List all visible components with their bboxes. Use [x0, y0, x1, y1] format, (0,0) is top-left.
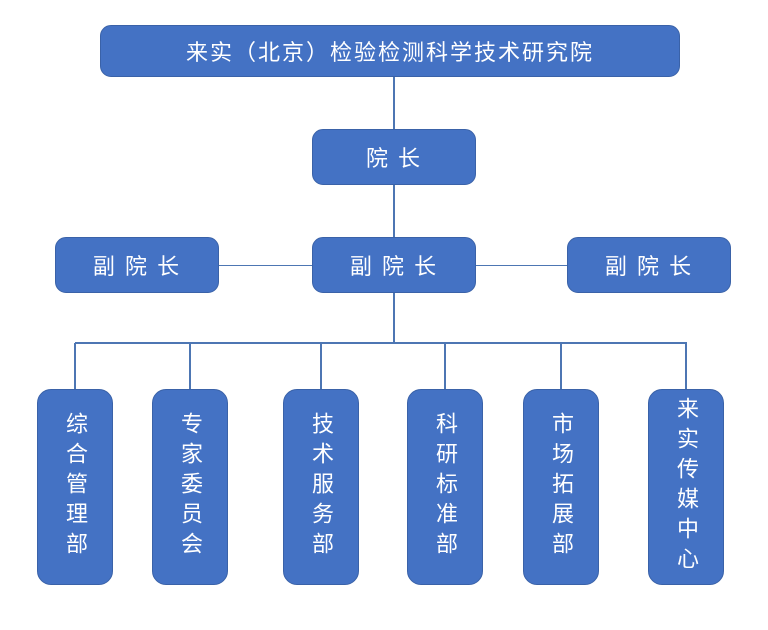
connector-drop-dept-2	[189, 343, 191, 389]
org-node-president-label: 院 长	[365, 146, 423, 171]
org-node-dept-media-center: 来实传媒中心	[648, 389, 724, 585]
org-node-president: 院 长	[312, 129, 476, 185]
connector-drop-dept-4	[444, 343, 446, 389]
org-node-dept-research-standards: 科研标准部	[407, 389, 483, 585]
org-node-vice-president-left-label: 副 院 长	[92, 254, 182, 279]
connector-vp-right	[476, 264, 567, 266]
org-node-dept-expert-committee-label: 专家委员会	[178, 412, 203, 562]
org-node-vice-president-right: 副 院 长	[567, 237, 731, 293]
org-node-vice-president-middle: 副 院 长	[312, 237, 476, 293]
connector-root-to-president	[393, 77, 395, 129]
org-node-vice-president-right-label: 副 院 长	[604, 254, 694, 279]
org-node-vice-president-middle-label: 副 院 长	[349, 254, 439, 279]
org-node-dept-media-center-label: 来实传媒中心	[674, 397, 699, 577]
connector-president-to-vp	[393, 185, 395, 237]
org-node-dept-market-expansion-label: 市场拓展部	[549, 412, 574, 562]
org-node-dept-general-management-label: 综合管理部	[63, 412, 88, 562]
org-node-dept-technical-service-label: 技术服务部	[309, 412, 334, 562]
org-node-dept-research-standards-label: 科研标准部	[433, 412, 458, 562]
org-node-root-label: 来实（北京）检验检测科学技术研究院	[185, 40, 594, 65]
connector-vp-left	[219, 264, 312, 266]
org-node-dept-general-management: 综合管理部	[37, 389, 113, 585]
org-node-dept-technical-service: 技术服务部	[283, 389, 359, 585]
connector-drop-dept-1	[74, 343, 76, 389]
connector-vp-to-bus	[393, 293, 395, 343]
org-node-dept-market-expansion: 市场拓展部	[523, 389, 599, 585]
connector-drop-dept-5	[560, 343, 562, 389]
org-node-dept-expert-committee: 专家委员会	[152, 389, 228, 585]
connector-drop-dept-3	[320, 343, 322, 389]
connector-drop-dept-6	[685, 343, 687, 389]
org-node-root: 来实（北京）检验检测科学技术研究院	[100, 25, 680, 77]
org-node-vice-president-left: 副 院 长	[55, 237, 219, 293]
connector-department-bus	[75, 342, 687, 344]
